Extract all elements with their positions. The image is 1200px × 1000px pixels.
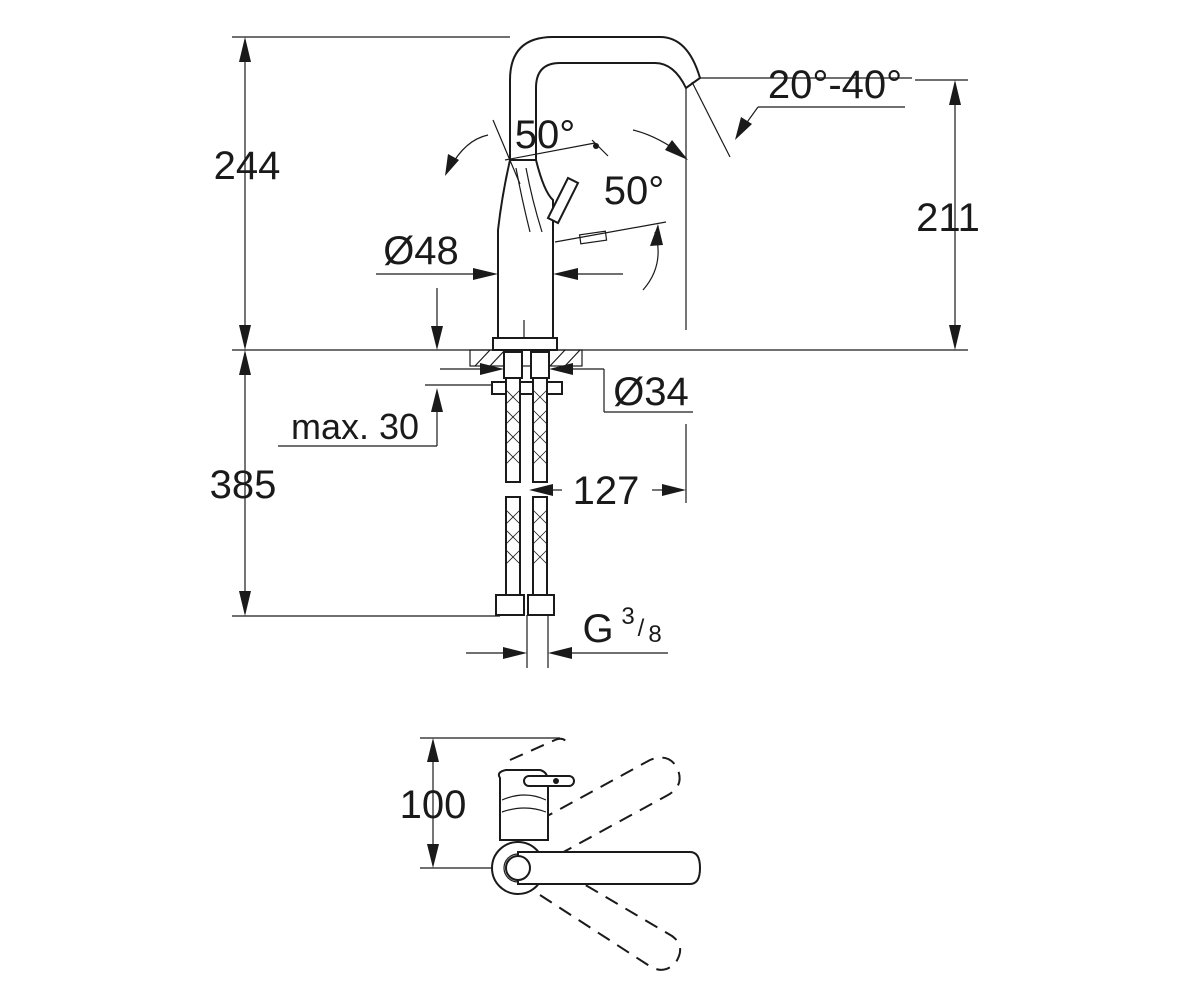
lever-side-angle-label: 50° xyxy=(604,169,665,213)
faucet-plan-view: 100 xyxy=(400,737,702,971)
deck-thickness-label: max. 30 xyxy=(291,406,419,447)
angle-spout-tilt: 20°-40° xyxy=(632,63,912,160)
hole-diameter-label: Ø34 xyxy=(613,370,689,414)
faucet-side-view xyxy=(492,36,702,351)
dimension-spout-height: 211 xyxy=(915,79,980,350)
total-height-label: 244 xyxy=(214,144,281,188)
spout-height-label: 211 xyxy=(916,196,980,240)
dimension-thread: G 3 / 8 xyxy=(466,603,668,659)
dimension-deck-thickness: max. 30 xyxy=(278,288,492,447)
body-diameter-label: Ø48 xyxy=(383,229,459,273)
hose-left-upper xyxy=(505,377,521,483)
supply-hoses xyxy=(495,351,555,668)
spout-tilt-angle-label: 20°-40° xyxy=(768,63,902,107)
angle-lever-front: 50° xyxy=(445,113,609,185)
dimension-hole-diameter: Ø34 xyxy=(440,363,693,414)
thread-slash: / xyxy=(638,615,645,642)
angle-lever-side: 50° xyxy=(554,169,667,291)
lever-front-angle-label: 50° xyxy=(515,113,576,157)
thread-numerator: 3 xyxy=(621,603,634,630)
dimension-total-height: 244 xyxy=(214,36,968,351)
dimension-body-diameter: Ø48 xyxy=(376,229,623,280)
spout-reach-label: 127 xyxy=(573,469,640,513)
dimension-spout-reach: 127 xyxy=(529,88,687,513)
thread-denominator: 8 xyxy=(648,621,661,648)
below-deck-label: 385 xyxy=(210,463,277,507)
plan-depth-label: 100 xyxy=(400,783,467,827)
dimension-below-deck: 385 xyxy=(210,350,500,617)
hose-right-upper xyxy=(532,377,548,483)
thread-label: G xyxy=(582,607,613,651)
